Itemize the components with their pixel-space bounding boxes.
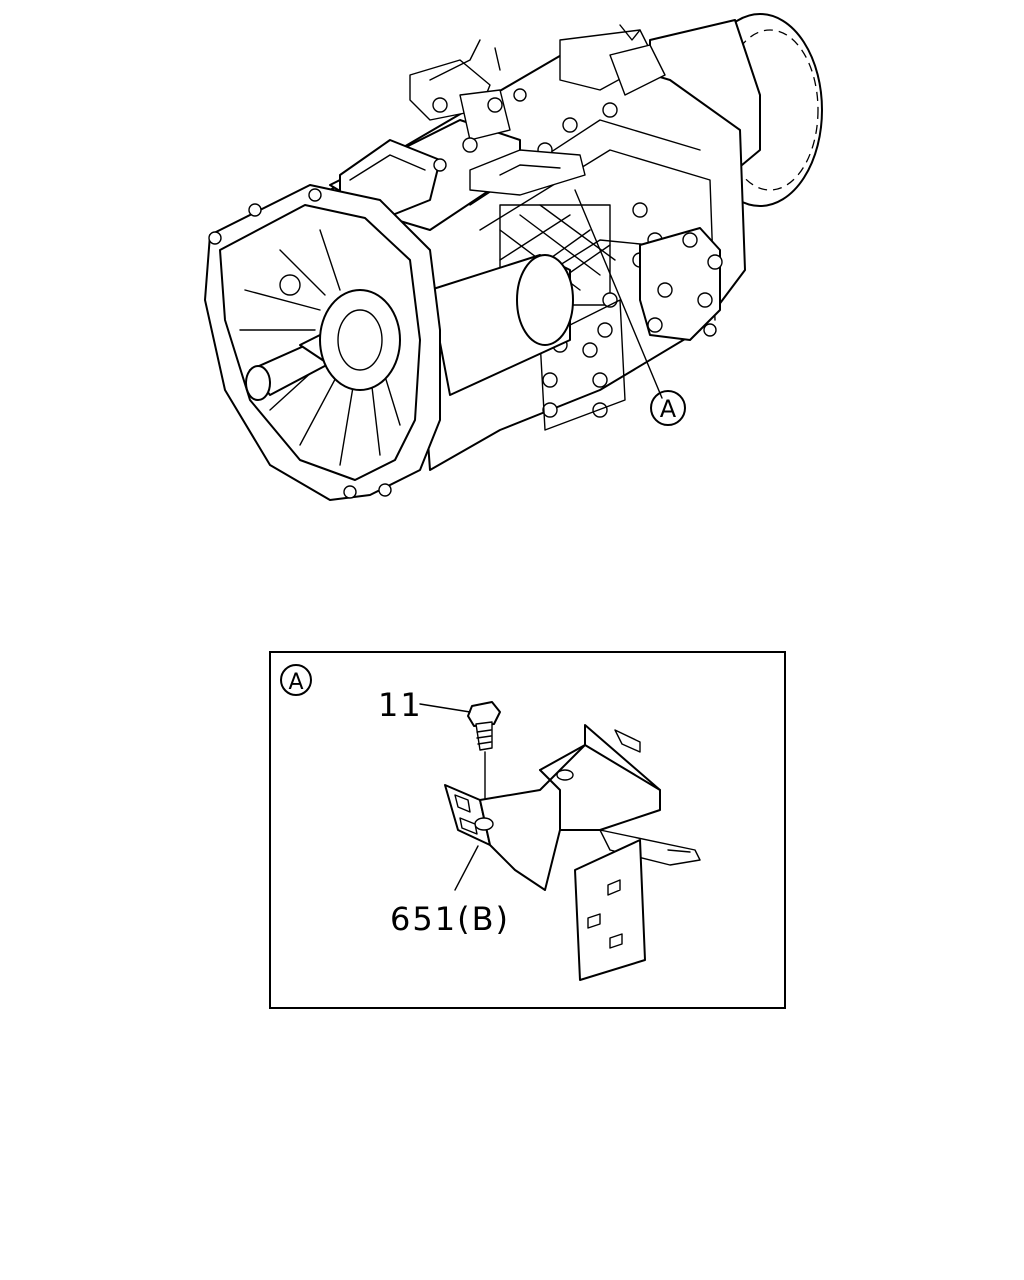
callout-a-label: A bbox=[660, 395, 677, 423]
side-cover bbox=[639, 227, 723, 341]
callout-a-top: A bbox=[650, 390, 686, 426]
input-shaft bbox=[245, 289, 401, 401]
middle-cylinder bbox=[429, 254, 574, 396]
leader-line-a bbox=[574, 189, 663, 399]
detail-a-label: A bbox=[288, 670, 303, 695]
bolt-part-11 bbox=[419, 701, 501, 801]
transmission-assembly bbox=[204, 13, 823, 501]
part-number-651b: 651(B) bbox=[390, 900, 510, 938]
detail-a-panel: A 11 651 bbox=[269, 651, 786, 1009]
detail-a-marker: A bbox=[280, 664, 312, 696]
bracket-part-651 bbox=[444, 724, 701, 981]
part-number-11: 11 bbox=[378, 686, 423, 724]
